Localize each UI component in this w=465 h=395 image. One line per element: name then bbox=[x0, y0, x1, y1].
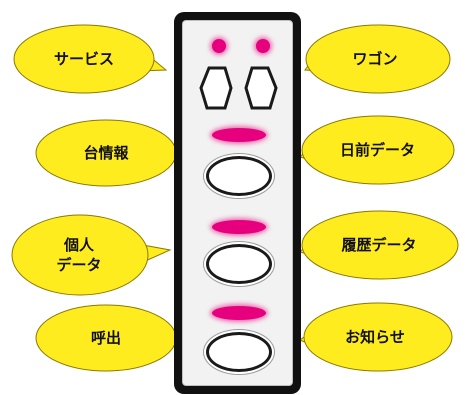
bubble-body bbox=[11, 214, 149, 296]
wagon-lamp bbox=[256, 39, 270, 53]
service-lamp bbox=[212, 39, 226, 53]
bubble-body bbox=[301, 115, 455, 185]
bubble-seam bbox=[316, 234, 322, 256]
bubble-service bbox=[13, 24, 168, 94]
hexagon-button-icon bbox=[199, 66, 233, 110]
info-lamp bbox=[212, 128, 266, 142]
bubble-machine-info bbox=[35, 119, 187, 187]
data-lamp bbox=[212, 220, 266, 234]
control-panel bbox=[174, 12, 301, 394]
bubble-seam bbox=[128, 244, 134, 266]
bubble-seam bbox=[320, 48, 326, 70]
bubble-body bbox=[35, 119, 177, 187]
call-lamp bbox=[212, 306, 266, 320]
bubble-seam bbox=[156, 142, 162, 164]
control-panel-face bbox=[182, 20, 293, 386]
bubble-seam bbox=[134, 48, 140, 70]
bubble-notice bbox=[299, 302, 453, 372]
bubble-call bbox=[35, 304, 187, 372]
call-button[interactable] bbox=[206, 332, 272, 372]
service-button[interactable] bbox=[199, 66, 233, 110]
bubble-previous-day-data bbox=[299, 115, 455, 185]
bubble-body bbox=[301, 210, 459, 280]
data-button[interactable] bbox=[206, 244, 272, 284]
bubble-seam bbox=[316, 139, 322, 161]
bubble-body bbox=[303, 302, 453, 372]
hexagon-button-icon bbox=[244, 66, 278, 110]
bubble-body bbox=[305, 24, 451, 94]
bubble-history-data bbox=[299, 210, 459, 280]
bubble-body bbox=[35, 304, 177, 372]
bubble-seam bbox=[156, 327, 162, 349]
bubble-wagon bbox=[304, 24, 451, 94]
info-button[interactable] bbox=[206, 156, 272, 196]
wagon-button[interactable] bbox=[244, 66, 278, 110]
bubble-body bbox=[13, 24, 155, 94]
bubble-seam bbox=[318, 326, 324, 348]
bubble-personal-data bbox=[11, 214, 172, 296]
